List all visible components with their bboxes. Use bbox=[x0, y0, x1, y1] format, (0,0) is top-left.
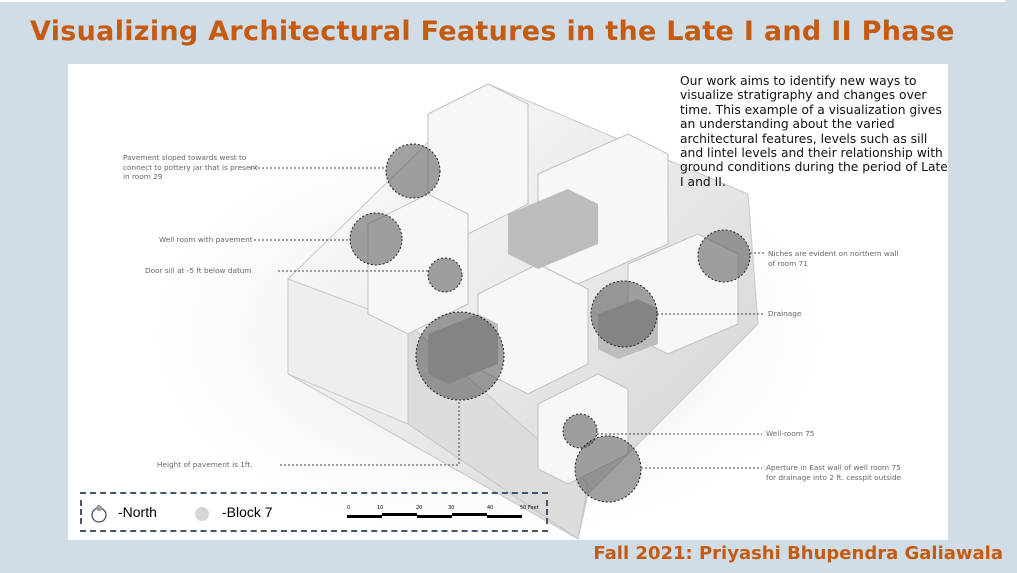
leader-lines bbox=[250, 167, 765, 469]
note-line: in room 29 bbox=[123, 172, 163, 181]
feature-circle-drainage bbox=[590, 280, 658, 348]
footer-credit: Fall 2021: Priyashi Bhupendra Galiawala bbox=[593, 543, 1003, 564]
note-door-sill: Door sill at -5 ft below datum bbox=[145, 266, 252, 275]
feature-circle-pottery bbox=[385, 143, 441, 199]
note-well-room-75: Well-room 75 bbox=[766, 429, 815, 438]
legend-border-left bbox=[80, 500, 82, 524]
feature-circle-aperture bbox=[574, 435, 642, 503]
note-aperture: Aperture in East wall of well room 75 fo… bbox=[766, 463, 901, 482]
note-niches: Niches are evident on northern wall of r… bbox=[768, 249, 898, 268]
feature-circle-pavement bbox=[415, 311, 505, 401]
top-strip bbox=[0, 0, 1005, 2]
scale-tick: 50 Feet bbox=[520, 505, 539, 511]
scale-tick: 20 bbox=[416, 505, 423, 511]
north-arrow-circle-icon bbox=[91, 505, 107, 523]
legend-block-label: -Block 7 bbox=[222, 504, 273, 520]
note-line: connect to pottery jar that is present bbox=[123, 162, 258, 172]
feature-circle-well-room-75 bbox=[562, 413, 598, 449]
architectural-visualization: Our work aims to identify new ways to vi… bbox=[68, 64, 948, 540]
scale-tick: 10 bbox=[377, 505, 384, 511]
note-height-pavement: Height of pavement is 1ft. bbox=[157, 460, 253, 469]
scale-tick: 0 bbox=[347, 505, 351, 511]
slide-title: Visualizing Architectural Features in th… bbox=[30, 16, 955, 47]
note-line: Aperture in East wall of well room 75 bbox=[766, 463, 901, 472]
feature-circle-well-room bbox=[349, 212, 403, 266]
legend-north-label: -North bbox=[118, 504, 157, 520]
scale-tick: 30 bbox=[448, 505, 455, 511]
description-text: Our work aims to identify new ways to vi… bbox=[680, 74, 948, 189]
legend-border-right bbox=[546, 500, 548, 524]
note-line: of room 71 bbox=[768, 258, 808, 268]
scale-tick: 40 bbox=[487, 505, 494, 511]
feature-circle-door-sill bbox=[427, 257, 463, 293]
note-drainage: Drainage bbox=[768, 309, 802, 318]
note-line: for drainage into 2 ft. cesspit outside bbox=[766, 472, 902, 482]
legend: -North -Block 7 0 10 20 30 40 50 Feet bbox=[80, 492, 548, 532]
note-well-room: Well room with pavement bbox=[159, 235, 253, 244]
note-line: Niches are evident on northern wall bbox=[768, 249, 899, 258]
note-pavement-sloped: Pavement sloped towards west to connect … bbox=[123, 153, 258, 182]
isometric-model bbox=[158, 83, 818, 540]
scale-bar bbox=[347, 513, 522, 518]
feature-circle-niches bbox=[697, 229, 751, 283]
grey-dot-icon bbox=[195, 507, 209, 521]
note-line: Pavement sloped towards west to bbox=[123, 153, 247, 162]
